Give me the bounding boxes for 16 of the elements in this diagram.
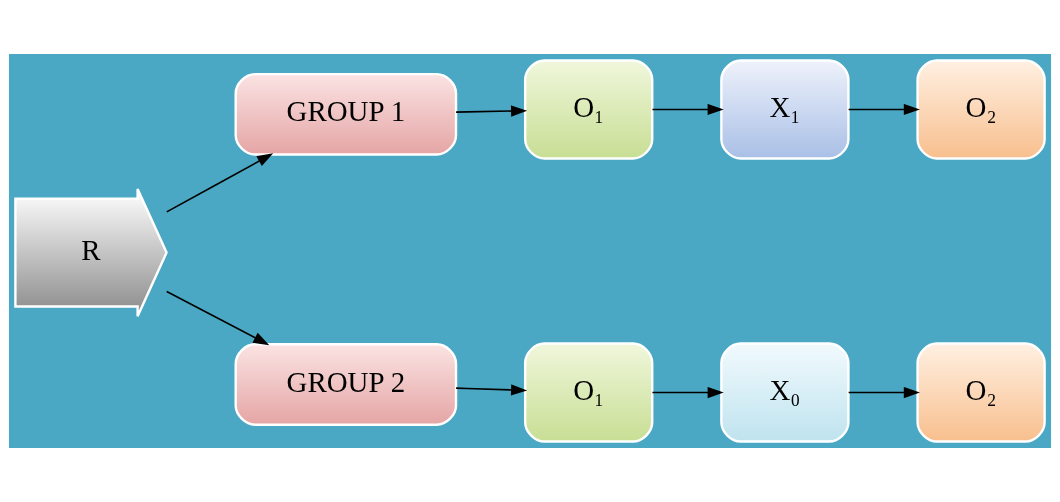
arrow [165, 153, 274, 213]
arrow [651, 386, 724, 399]
node-box: GROUP 1 [234, 72, 458, 156]
arrow [847, 386, 920, 399]
node-box: X₀ [720, 342, 850, 443]
node-box: O₂ [916, 342, 1046, 443]
node-box: O₁ [523, 59, 654, 160]
node-box: O₂ [916, 59, 1046, 160]
node-box: O₁ [523, 342, 654, 443]
arrow [165, 290, 270, 346]
node-box: X₁ [720, 59, 850, 160]
arrow [847, 103, 920, 116]
node-box: GROUP 2 [234, 343, 458, 426]
arrow [455, 384, 528, 396]
arrow [455, 105, 528, 117]
arrow [651, 103, 724, 116]
